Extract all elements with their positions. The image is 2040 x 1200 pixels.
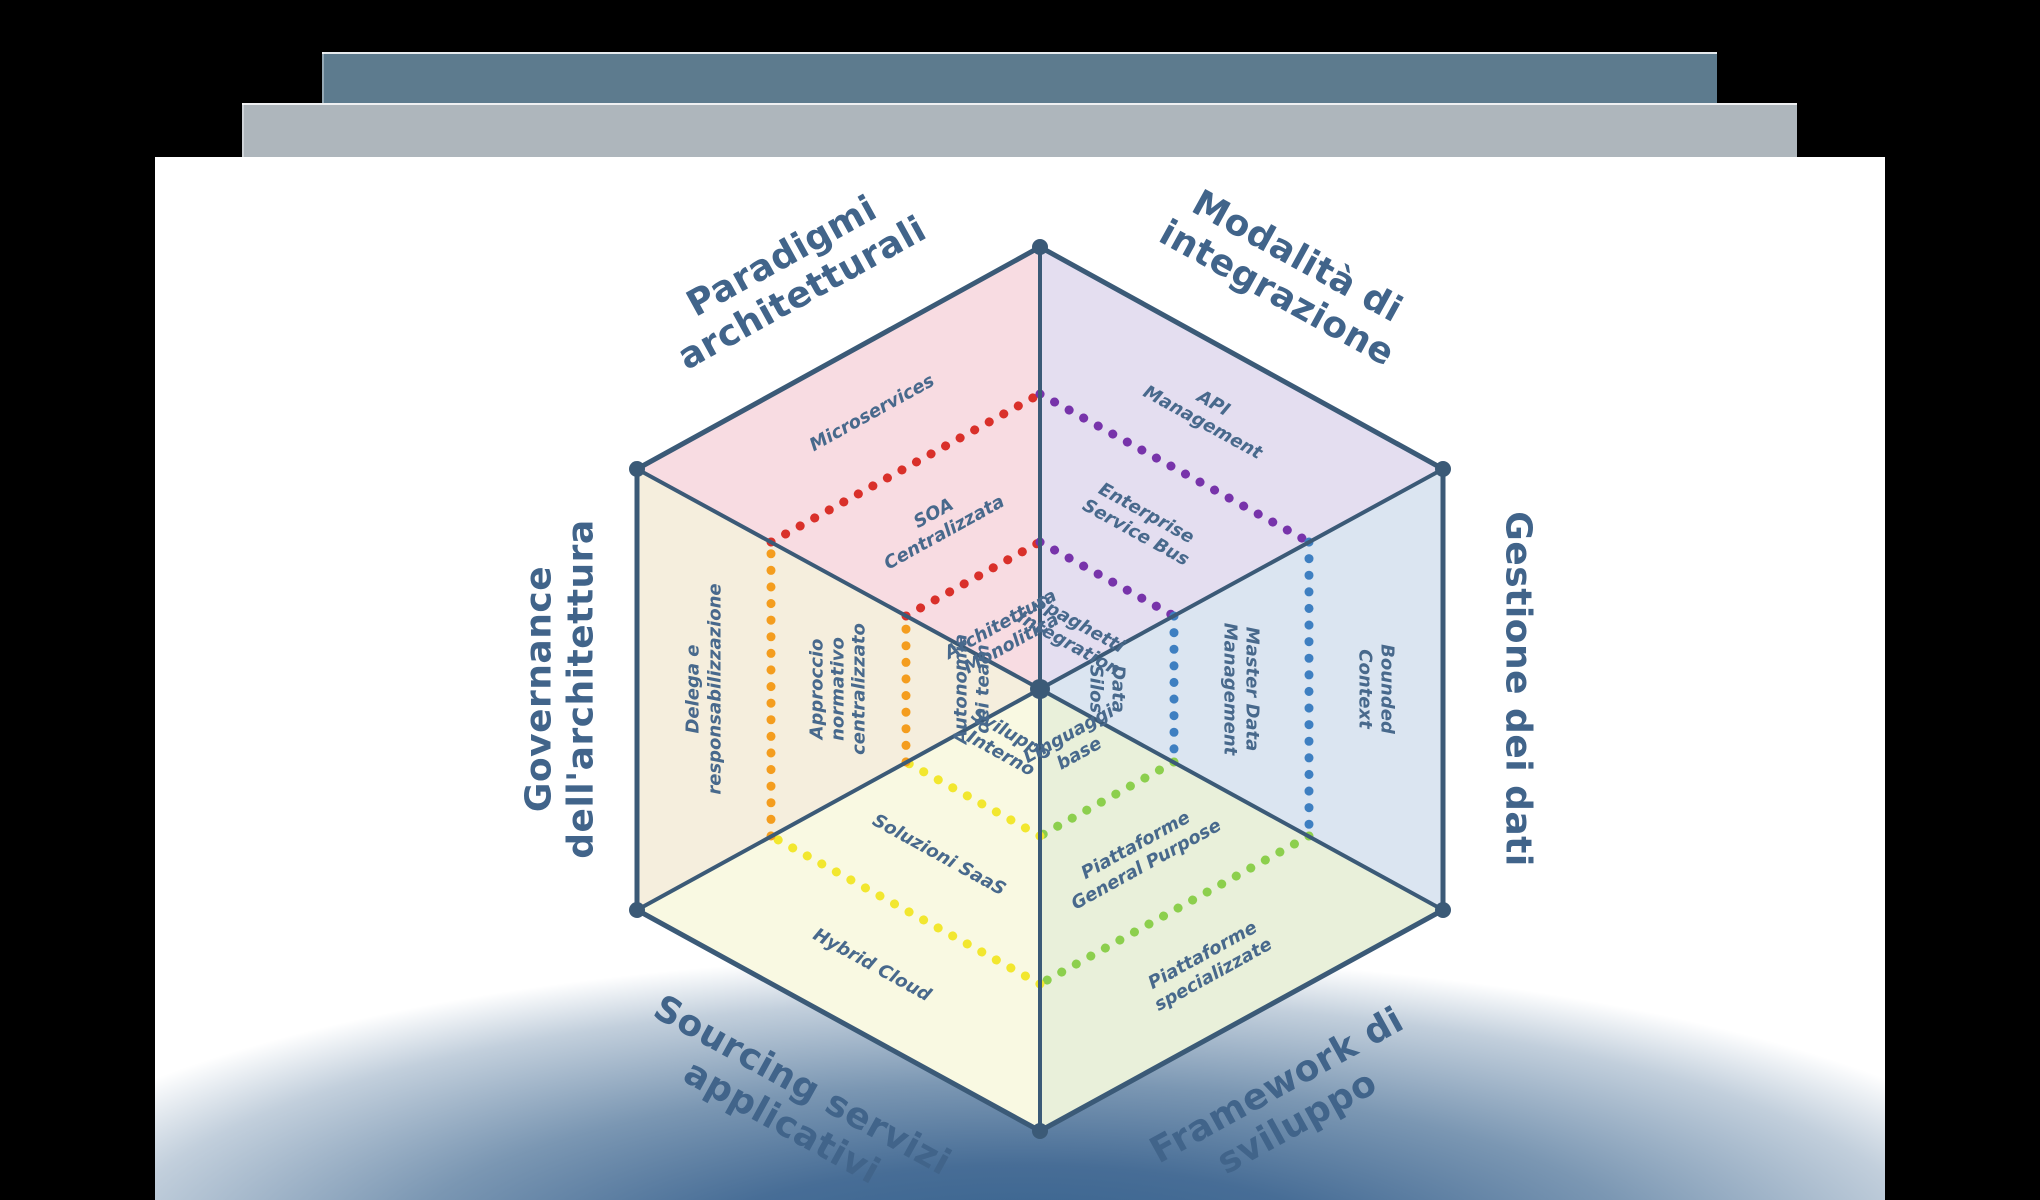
- item-label-approccio-normativo-centralizzato: Approccio normativo centralizzato: [807, 623, 870, 755]
- svg-text:dell'architettura: dell'architettura: [561, 519, 602, 858]
- hexagon-frame: [629, 239, 1451, 1139]
- dotted-divider-red-outer: [766, 389, 1045, 547]
- vertex-dot-lower-left: [629, 902, 645, 918]
- item-label-delega-responsabilizzazione: Delega e responsabilizzazione: [683, 583, 726, 794]
- dotted-dividers: [766, 389, 1314, 989]
- spoke-upper-left: [636, 467, 1041, 691]
- item-label-autonomia-dei-team: Autonomia dei team: [951, 634, 994, 746]
- svg-text:Management: Management: [1220, 623, 1241, 757]
- dotted-divider-purple-outer: [1035, 389, 1314, 547]
- dotted-divider-yellow-outer: [766, 831, 1045, 989]
- window-title-bar: [322, 52, 1717, 103]
- svg-text:Context: Context: [1355, 649, 1376, 730]
- sector-area-modalita-di-integrazione: [1040, 247, 1443, 689]
- svg-text:Approccio: Approccio: [807, 639, 828, 742]
- sector-fills: [637, 247, 1443, 1131]
- svg-text:Data: Data: [1108, 665, 1129, 713]
- vertex-dot-top: [1032, 239, 1048, 255]
- svg-text:Governance: Governance: [519, 566, 560, 812]
- spoke-upper-right: [1039, 467, 1444, 691]
- dotted-divider-green-outer: [1035, 831, 1314, 989]
- svg-text:Silos: Silos: [1086, 665, 1107, 714]
- window-toolbar: [242, 103, 1797, 157]
- svg-text:Delega e: Delega e: [683, 644, 704, 733]
- vertex-dot-upper-left: [629, 461, 645, 477]
- sector-area-sourcing-servizi-applicativi: [637, 689, 1040, 1131]
- category-label-gestione-dei-dati: Gestione dei dati: [1498, 511, 1539, 866]
- svg-text:Autonomia: Autonomia: [951, 634, 972, 746]
- sector-area-governance-architettura: [637, 469, 1040, 910]
- category-label-governance-architettura: Governance dell'architettura: [519, 519, 602, 858]
- sector-gestione-dei-dati: Bounded Context Master Data Management D…: [1086, 511, 1539, 866]
- vertex-dot-lower-right: [1435, 902, 1451, 918]
- svg-text:Master Data: Master Data: [1242, 627, 1263, 752]
- vertex-dot-upper-right: [1435, 461, 1451, 477]
- vertex-dot-bottom: [1032, 1123, 1048, 1139]
- spoke-lower-left: [636, 687, 1041, 912]
- svg-text:responsabilizzazione: responsabilizzazione: [705, 583, 726, 794]
- sector-area-paradigmi-architetturali: [637, 247, 1040, 689]
- sector-area-framework-di-sviluppo: [1040, 689, 1443, 1131]
- spoke-lower-right: [1039, 687, 1444, 912]
- sector-governance-architettura: Delega e responsabilizzazione Approccio …: [519, 519, 994, 858]
- svg-text:centralizzato: centralizzato: [849, 623, 870, 755]
- item-label-master-data-management: Master Data Management: [1220, 623, 1263, 757]
- sector-area-gestione-dei-dati: [1040, 469, 1443, 910]
- center-dot: [1030, 679, 1050, 699]
- svg-text:dei team: dei team: [973, 644, 994, 733]
- svg-text:normativo: normativo: [828, 637, 849, 741]
- item-label-data-silos: Data Silos: [1086, 665, 1129, 714]
- svg-text:Gestione dei dati: Gestione dei dati: [1498, 511, 1539, 866]
- svg-text:Bounded: Bounded: [1377, 644, 1398, 735]
- item-label-bounded-context: Bounded Context: [1355, 644, 1398, 735]
